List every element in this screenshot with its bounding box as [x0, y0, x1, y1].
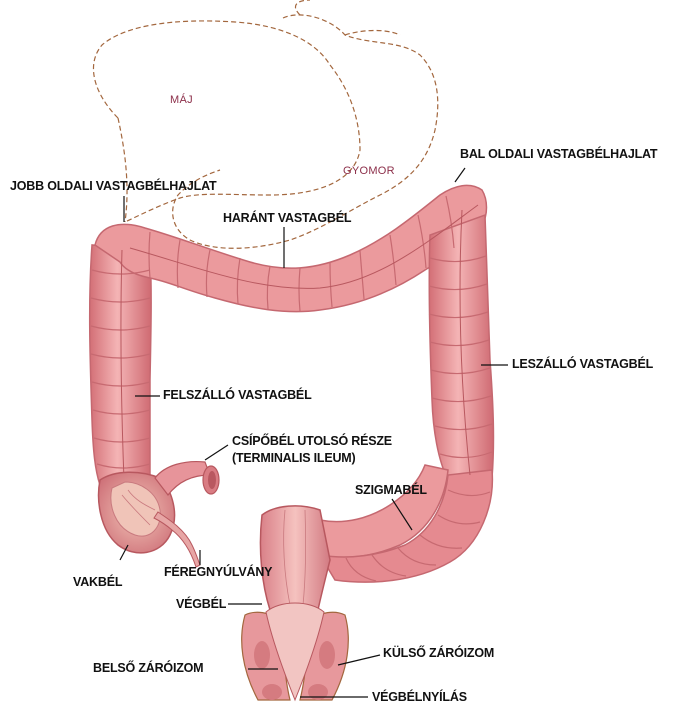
cecum-label: VAKBÉL: [73, 575, 122, 590]
right-flexure-label: JOBB OLDALI VASTAGBÉLHAJLAT: [10, 179, 216, 194]
transverse-colon-label: HARÁNT VASTAGBÉL: [223, 211, 351, 226]
descending-colon-label: LESZÁLLÓ VASTAGBÉL: [512, 357, 653, 372]
liver-label: MÁJ: [170, 94, 193, 106]
transverse-colon: [95, 185, 487, 311]
rectum-label: VÉGBÉL: [176, 597, 226, 612]
sigmoid-colon-label: SZIGMABÉL: [355, 483, 427, 498]
ileum-label-line2: (TERMINALIS ILEUM): [232, 451, 355, 466]
left-flexure-label: BAL OLDALI VASTAGBÉLHAJLAT: [460, 147, 657, 162]
rectum: [260, 506, 330, 610]
liver-lower-outline: [118, 118, 127, 222]
internal-sphincter-label: BELSŐ ZÁRÓIZOM: [93, 661, 203, 676]
ascending-colon-label: FELSZÁLLÓ VASTAGBÉL: [163, 388, 312, 403]
ascending-colon: [90, 245, 151, 485]
stomach-label: GYOMOR: [343, 165, 395, 177]
stomach-fundus-outline: [295, 0, 400, 35]
external-sphincter-label: KÜLSŐ ZÁRÓIZOM: [383, 646, 494, 661]
appendix-label: FÉREGNYÚLVÁNY: [164, 565, 272, 580]
anus-label: VÉGBÉLNYÍLÁS: [372, 690, 467, 705]
ileum-label-line1: CSÍPŐBÉL UTOLSÓ RÉSZE: [232, 434, 392, 449]
